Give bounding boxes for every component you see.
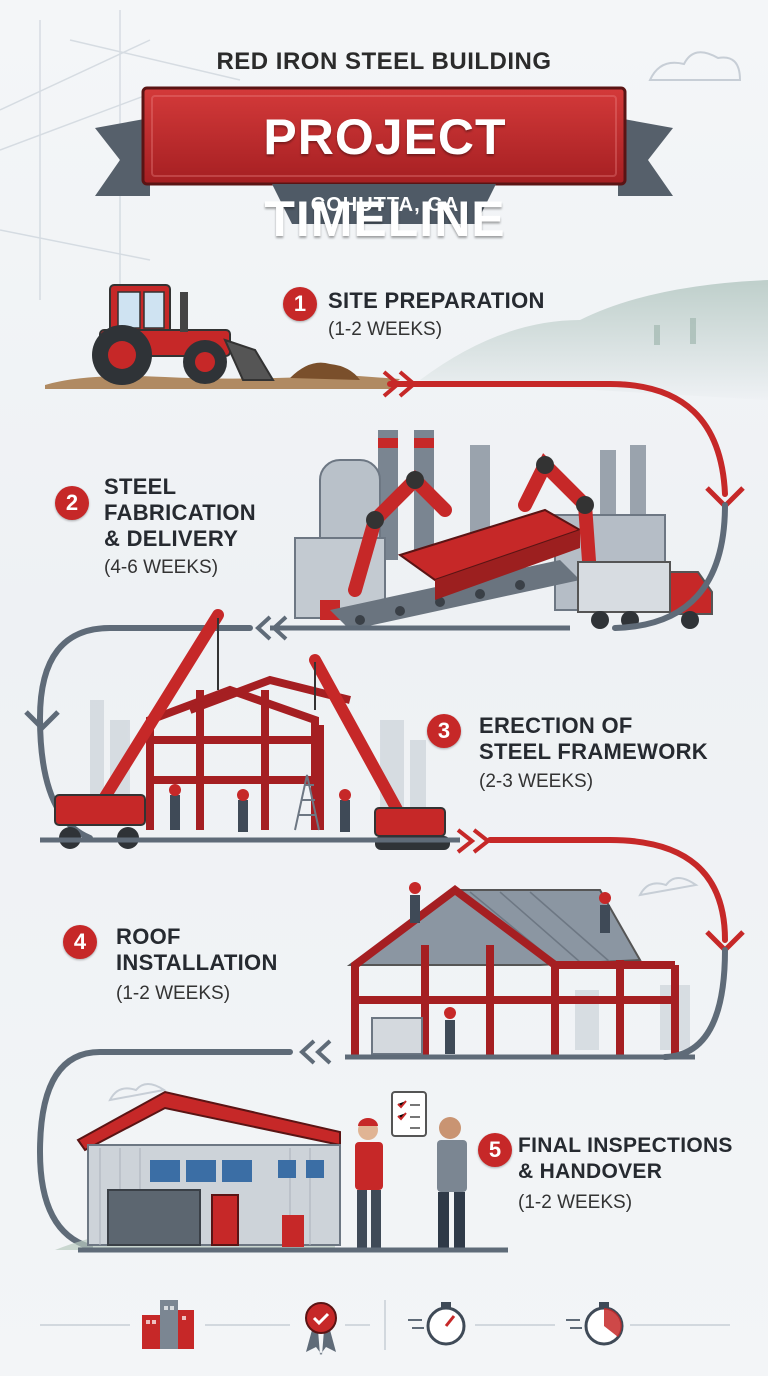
cloud-icon <box>648 51 742 81</box>
cloud-icon <box>638 877 699 897</box>
chevron-left-icon <box>299 1039 332 1065</box>
factory-robot-arm-icon <box>294 430 713 630</box>
step-duration: (1-2 WEEKS) <box>518 1192 633 1213</box>
chevron-right-icon <box>456 828 492 854</box>
roof-frame-icon <box>346 882 690 1055</box>
crane-icon <box>54 609 450 850</box>
step-title: SITE PREPARATION <box>328 288 545 313</box>
footer-divider <box>40 1300 730 1350</box>
header-subtitle: RED IRON STEEL BUILDING <box>216 48 552 75</box>
step-title: ROOF INSTALLATION <box>116 924 278 975</box>
tractor-icon <box>45 284 400 389</box>
step-title: FINAL INSPECTIONS & HANDOVER <box>518 1134 733 1183</box>
timeline-arrow <box>36 947 728 1250</box>
completed-building-icon <box>55 1090 467 1252</box>
step-number-badge: 3 <box>427 714 461 748</box>
step-number-badge: 2 <box>55 486 89 520</box>
chevron-down-icon <box>24 710 60 732</box>
stopwatch-icon <box>408 1302 466 1346</box>
page-title: PROJECT TIMELINE <box>263 109 507 247</box>
chevron-left-icon <box>255 615 288 641</box>
cloud-icon <box>108 1083 167 1102</box>
award-ribbon-icon <box>305 1302 337 1355</box>
step-duration: (1-2 WEEKS) <box>328 319 443 340</box>
hills <box>420 280 768 400</box>
step-title: STEEL FABRICATION & DELIVERY <box>104 474 256 551</box>
step-duration: (1-2 WEEKS) <box>116 983 231 1004</box>
step-duration: (4-6 WEEKS) <box>104 557 219 578</box>
chevron-right-icon <box>382 370 418 398</box>
step-number-badge: 4 <box>63 925 97 959</box>
step-title: ERECTION OF STEEL FRAMEWORK <box>479 713 708 764</box>
step-number-badge: 1 <box>283 287 317 321</box>
timeline-arrow <box>387 381 728 497</box>
step-duration: (2-3 WEEKS) <box>479 771 594 792</box>
city-buildings-icon <box>142 1300 194 1349</box>
timeline-arrow <box>487 837 728 943</box>
stopwatch-icon <box>566 1302 624 1346</box>
location-label: COHUTTA, GA <box>310 194 460 216</box>
title-ribbon <box>95 86 673 224</box>
background-sketch-lines <box>0 10 241 300</box>
step-number-badge: 5 <box>478 1133 512 1167</box>
